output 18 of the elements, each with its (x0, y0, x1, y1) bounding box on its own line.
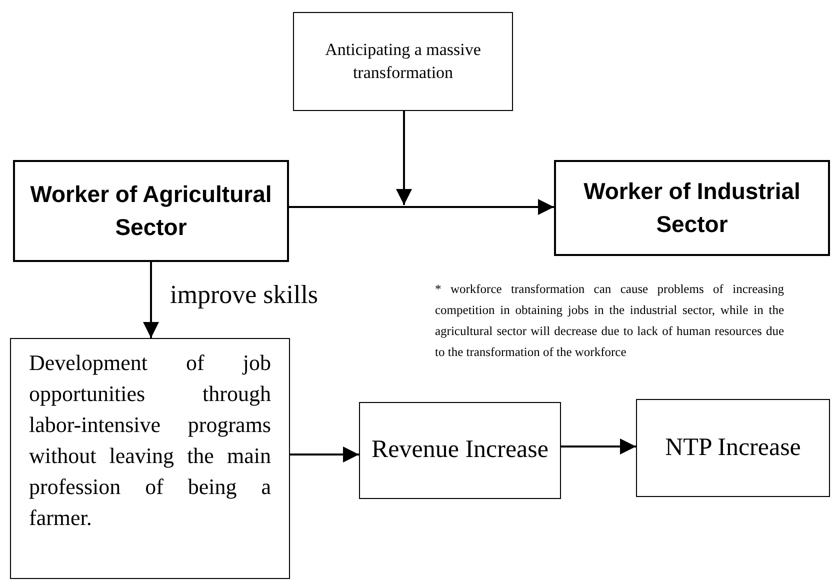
box-label: NTP Increase (665, 432, 801, 463)
box-label: Worker of Agricultural Sector (29, 180, 273, 242)
arrow (290, 446, 359, 462)
process-box (13, 160, 289, 262)
box-label: Revenue Increase (372, 435, 548, 466)
arrow (289, 199, 554, 215)
footnote: * workforce transformation can cause problems of increasing competition in obtaining jobs in the industrial sector, while in the agricultural sector will decrease due to lack of human resources due to the transformation of the workforce (435, 281, 784, 361)
process-box (636, 399, 830, 497)
process-box (554, 160, 830, 256)
process-box (359, 402, 561, 499)
arrow (561, 438, 636, 454)
arrow (143, 262, 159, 338)
process-box (10, 338, 290, 579)
box-label: Anticipating a massive transformation (324, 39, 482, 84)
arrow (396, 111, 412, 205)
process-box (293, 12, 513, 111)
box-label: Worker of Industrial Sector (582, 176, 802, 239)
box-label: Development of job opportunities through labor-intensive programs without leaving the main profession of being a farmer. (29, 349, 271, 532)
